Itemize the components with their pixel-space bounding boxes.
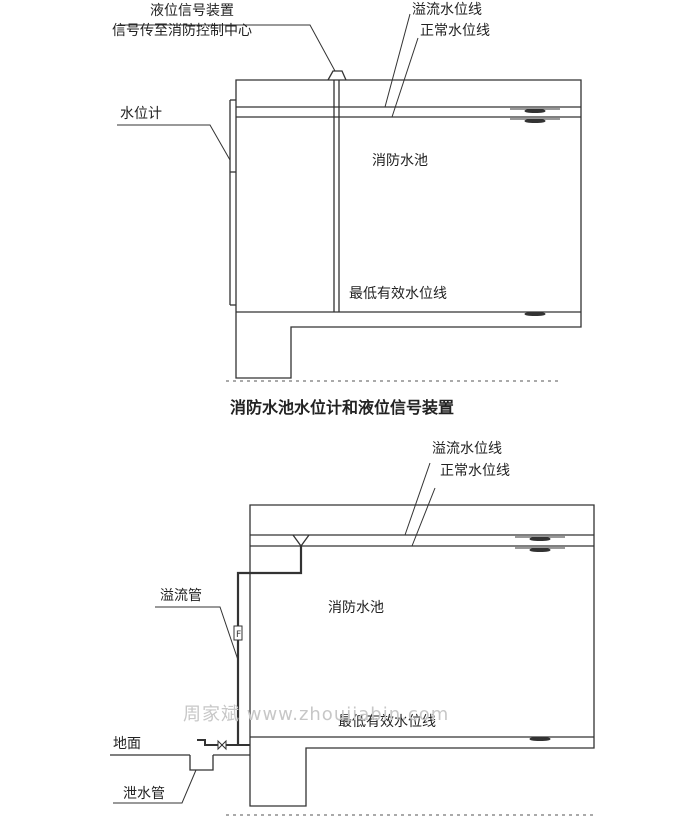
label-tank-2: 消防水池 bbox=[328, 600, 384, 616]
label-lowest-line-2: 最低有效水位线 bbox=[338, 714, 436, 730]
label-ground: 地面 bbox=[113, 736, 141, 752]
label-normal-line-2: 正常水位线 bbox=[440, 463, 510, 479]
svg-text:F: F bbox=[236, 630, 241, 640]
diagram-2-drawing: F bbox=[110, 462, 595, 816]
label-drain-pipe: 泄水管 bbox=[123, 786, 165, 802]
figure-caption: 消防水池水位计和液位信号装置 bbox=[229, 398, 454, 417]
tank-1-outline bbox=[235, 79, 582, 379]
label-overflow-pipe: 溢流管 bbox=[160, 588, 202, 604]
label-overflow-line-1: 溢流水位线 bbox=[412, 2, 482, 18]
label-normal-line-1: 正常水位线 bbox=[420, 23, 490, 39]
overflow-funnel bbox=[292, 534, 310, 548]
drain-valve bbox=[217, 739, 227, 751]
drain-pit bbox=[189, 755, 214, 771]
label-signal-device: 液位信号装置 bbox=[150, 3, 234, 19]
label-lowest-line-1: 最低有效水位线 bbox=[349, 286, 447, 302]
label-tank-1: 消防水池 bbox=[372, 153, 428, 169]
drain-pipe bbox=[197, 739, 250, 746]
tank-2-outline bbox=[249, 504, 595, 807]
label-level-gauge: 水位计 bbox=[120, 106, 162, 122]
signal-device-1 bbox=[327, 70, 347, 81]
label-signal-transmit: 信号传至消防控制中心 bbox=[112, 23, 252, 39]
watermark: 周家斌 www.zhoujiabin.com bbox=[183, 704, 450, 725]
label-overflow-line-2: 溢流水位线 bbox=[432, 441, 502, 457]
